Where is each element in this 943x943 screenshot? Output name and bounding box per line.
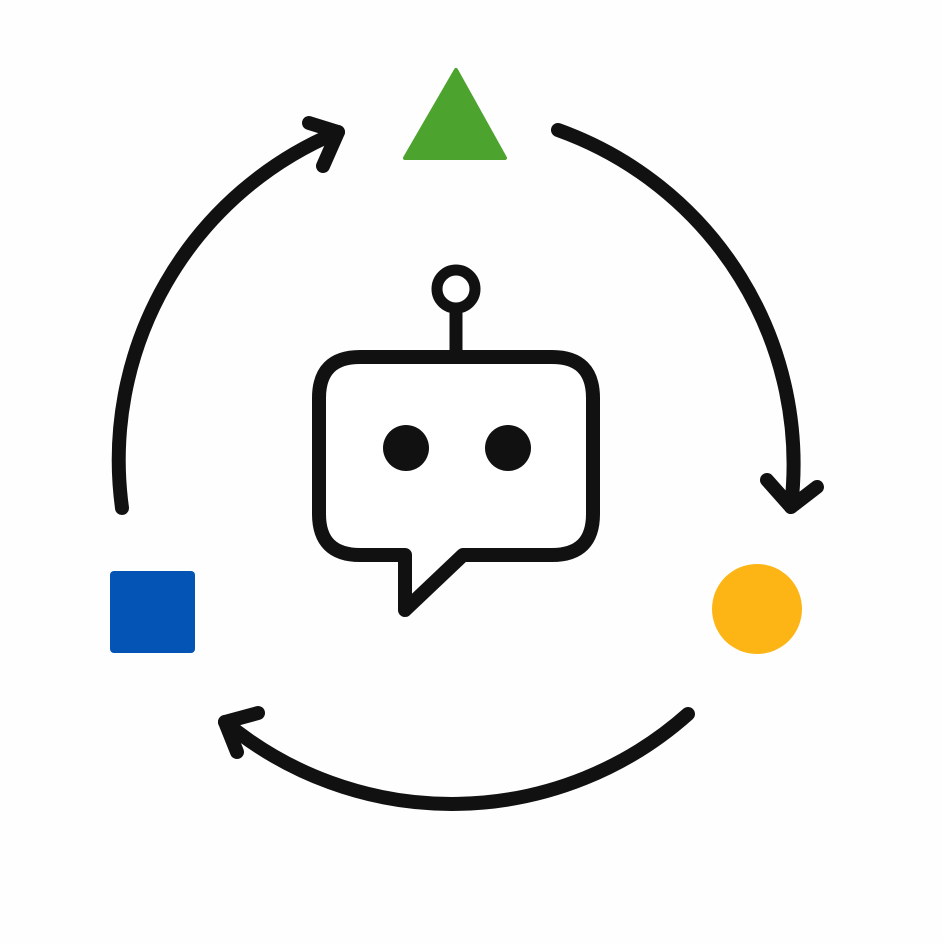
robot-chat-bubble-icon xyxy=(312,264,600,617)
blue-square-icon xyxy=(110,571,195,653)
robot-right-eye xyxy=(485,425,531,471)
arrow-circle-to-square-arc xyxy=(218,707,695,811)
yellow-circle-icon xyxy=(712,564,802,654)
arrow-circle-to-square-head xyxy=(218,706,265,759)
robot-antenna-ball xyxy=(431,264,481,314)
arrow-square-to-triangle xyxy=(111,116,345,515)
arrow-square-to-triangle-head xyxy=(302,116,345,173)
robot-head-bubble xyxy=(312,350,600,617)
green-triangle-icon xyxy=(403,68,507,160)
arrow-triangle-to-circle-arc xyxy=(551,123,801,514)
arrow-triangle-to-circle-head xyxy=(760,473,824,514)
robot-left-eye xyxy=(383,425,429,471)
arrow-circle-to-square xyxy=(218,706,695,811)
arrow-triangle-to-circle xyxy=(551,123,824,514)
arrow-square-to-triangle-arc xyxy=(111,125,345,515)
